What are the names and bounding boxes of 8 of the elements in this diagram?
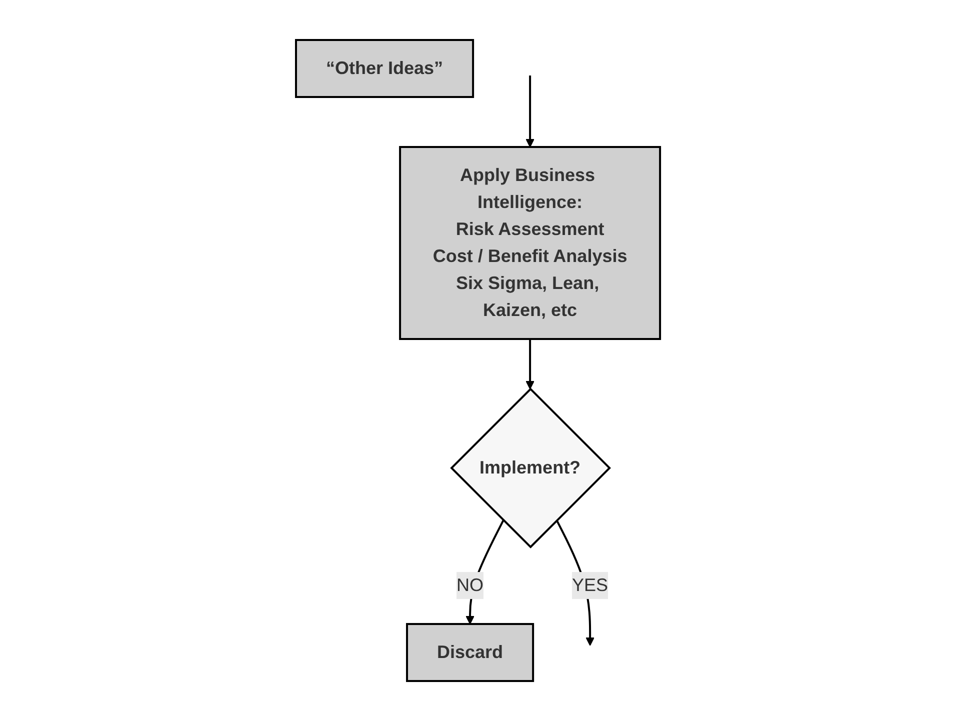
node-box: Apply Business Intelligence: Risk Assessment Cost / Benefit Analysis Six Sigma, Lean, Kaizen, etc <box>400 146 662 340</box>
node-box: “Other Ideas” <box>295 38 475 98</box>
node-diamond: Implement? <box>450 388 612 548</box>
node-box: Discard <box>406 623 535 682</box>
edge-label: YES <box>572 575 609 595</box>
edge-label: NO <box>457 575 484 595</box>
arrow <box>526 75 535 148</box>
arrow <box>526 338 535 390</box>
